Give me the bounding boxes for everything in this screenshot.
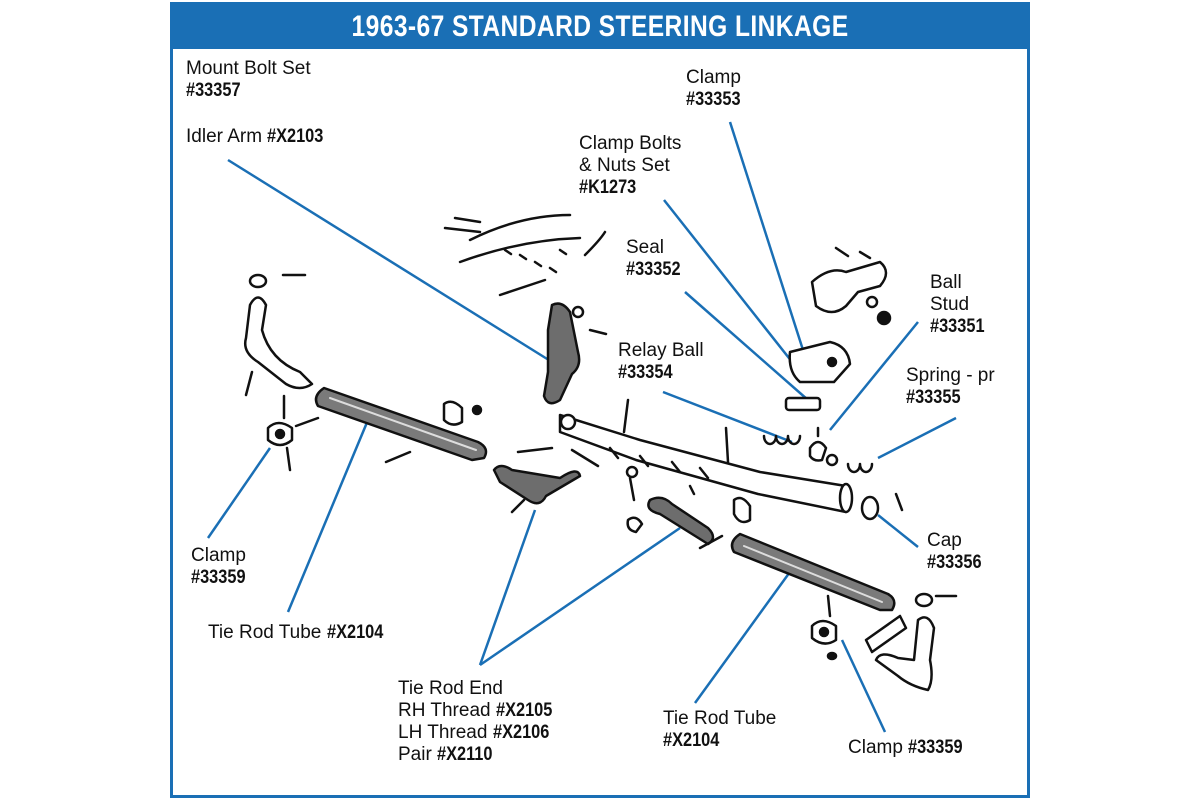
right-tie-rod-end bbox=[864, 592, 958, 692]
clamp-right-label: Clamp #33359 bbox=[848, 737, 972, 759]
tie-rod-end-name: Tie Rod End bbox=[398, 678, 503, 699]
clamp-left-part: #33359 bbox=[191, 567, 246, 588]
ball-stud-name-1: Ball bbox=[930, 272, 962, 293]
left-clamp bbox=[266, 416, 320, 472]
leader-lines bbox=[206, 121, 957, 733]
cap-label: Cap #33356 bbox=[927, 530, 990, 574]
tie-rod-tube-left-part: #X2104 bbox=[326, 622, 383, 643]
idler-arm-label: Idler Arm #X2103 bbox=[186, 126, 333, 148]
clamp-bolts-name-1: Clamp Bolts bbox=[579, 133, 682, 154]
seal-part bbox=[784, 396, 822, 412]
rh-thread-part: #X2105 bbox=[495, 700, 553, 721]
seal-label: Seal #33352 bbox=[626, 237, 689, 281]
clamp-right-name: Clamp bbox=[848, 737, 903, 758]
clamp-left-name: Clamp bbox=[191, 545, 246, 566]
seal-name: Seal bbox=[626, 237, 665, 258]
idler-arm-name: Idler Arm bbox=[186, 126, 263, 147]
ball-stud-name-2: Stud bbox=[930, 294, 970, 315]
rh-thread-name: RH Thread bbox=[398, 700, 491, 721]
right-tie-rod-tube bbox=[730, 532, 896, 612]
spring-pair-left bbox=[762, 434, 802, 446]
idler-arm-part: #X2103 bbox=[267, 126, 324, 147]
lh-thread-name: LH Thread bbox=[398, 722, 488, 743]
tie-rod-tube-right-label: Tie Rod Tube #X2104 bbox=[663, 708, 776, 752]
frame-rail-sketch bbox=[443, 213, 607, 297]
pair-name: Pair bbox=[398, 744, 432, 765]
inner-tie-rod-end-left bbox=[492, 464, 582, 514]
spring-part: #33355 bbox=[906, 387, 961, 408]
tie-rod-tube-left-name: Tie Rod Tube bbox=[208, 622, 322, 643]
ball-stud-label: Ball Stud #33351 bbox=[930, 272, 993, 338]
tie-rod-end-label: Tie Rod End RH Thread #X2105 LH Thread #… bbox=[398, 678, 561, 766]
lh-thread-part: #X2106 bbox=[492, 722, 550, 743]
cap-name: Cap bbox=[927, 530, 962, 551]
relay-ball-label: Relay Ball #33354 bbox=[618, 340, 704, 384]
tie-rod-tube-left-label: Tie Rod Tube #X2104 bbox=[208, 622, 392, 644]
clamp-top-label: Clamp #33353 bbox=[686, 67, 749, 111]
diagram-title: 1963-67 STANDARD STEERING LINKAGE bbox=[351, 10, 849, 43]
clamp-bolts-part: #K1273 bbox=[579, 177, 637, 198]
cap-part bbox=[860, 492, 904, 521]
mount-bolt-set-label: Mount Bolt Set #33357 bbox=[186, 58, 311, 102]
clamp-top-part: #33353 bbox=[686, 89, 741, 110]
mount-bolt-set-part: #33357 bbox=[186, 80, 241, 101]
relay-ball-name: Relay Ball bbox=[618, 340, 704, 361]
spring-name: Spring - pr bbox=[906, 365, 995, 386]
pair-part: #X2110 bbox=[437, 744, 493, 765]
clamp-top-part bbox=[788, 340, 852, 384]
spring-label: Spring - pr #33355 bbox=[906, 365, 995, 409]
clamp-bolts-name-2: & Nuts Set bbox=[579, 155, 670, 176]
clamp-bolts-label: Clamp Bolts & Nuts Set #K1273 bbox=[579, 133, 681, 199]
tie-rod-tube-right-part: #X2104 bbox=[663, 730, 720, 751]
spring-pair-right bbox=[846, 462, 874, 474]
relay-connector bbox=[570, 448, 639, 502]
left-tie-rod-end bbox=[244, 273, 314, 420]
cap-part: #33356 bbox=[927, 552, 982, 573]
clamp-top-name: Clamp bbox=[686, 67, 741, 88]
mount-bolt-set-name: Mount Bolt Set bbox=[186, 58, 311, 79]
left-tube-clamp bbox=[384, 400, 483, 464]
tie-rod-tube-right-name: Tie Rod Tube bbox=[663, 708, 777, 729]
diagram-frame: 1963-67 STANDARD STEERING LINKAGE bbox=[170, 2, 1030, 798]
ball-stud-part: #33351 bbox=[930, 316, 985, 337]
inner-tie-rod-end-right bbox=[626, 484, 752, 550]
left-tie-rod-tube bbox=[314, 386, 488, 462]
ball-stud-part bbox=[808, 426, 839, 467]
clamp-left-label: Clamp #33359 bbox=[191, 545, 254, 589]
clamp-right-part: #33359 bbox=[908, 737, 963, 758]
right-clamp bbox=[810, 594, 838, 661]
idler-arm bbox=[542, 302, 608, 405]
center-link bbox=[516, 398, 854, 514]
pitman-arm bbox=[810, 246, 892, 326]
seal-part: #33352 bbox=[626, 259, 681, 280]
title-bar: 1963-67 STANDARD STEERING LINKAGE bbox=[173, 5, 1027, 49]
relay-ball-part: #33354 bbox=[618, 362, 673, 383]
